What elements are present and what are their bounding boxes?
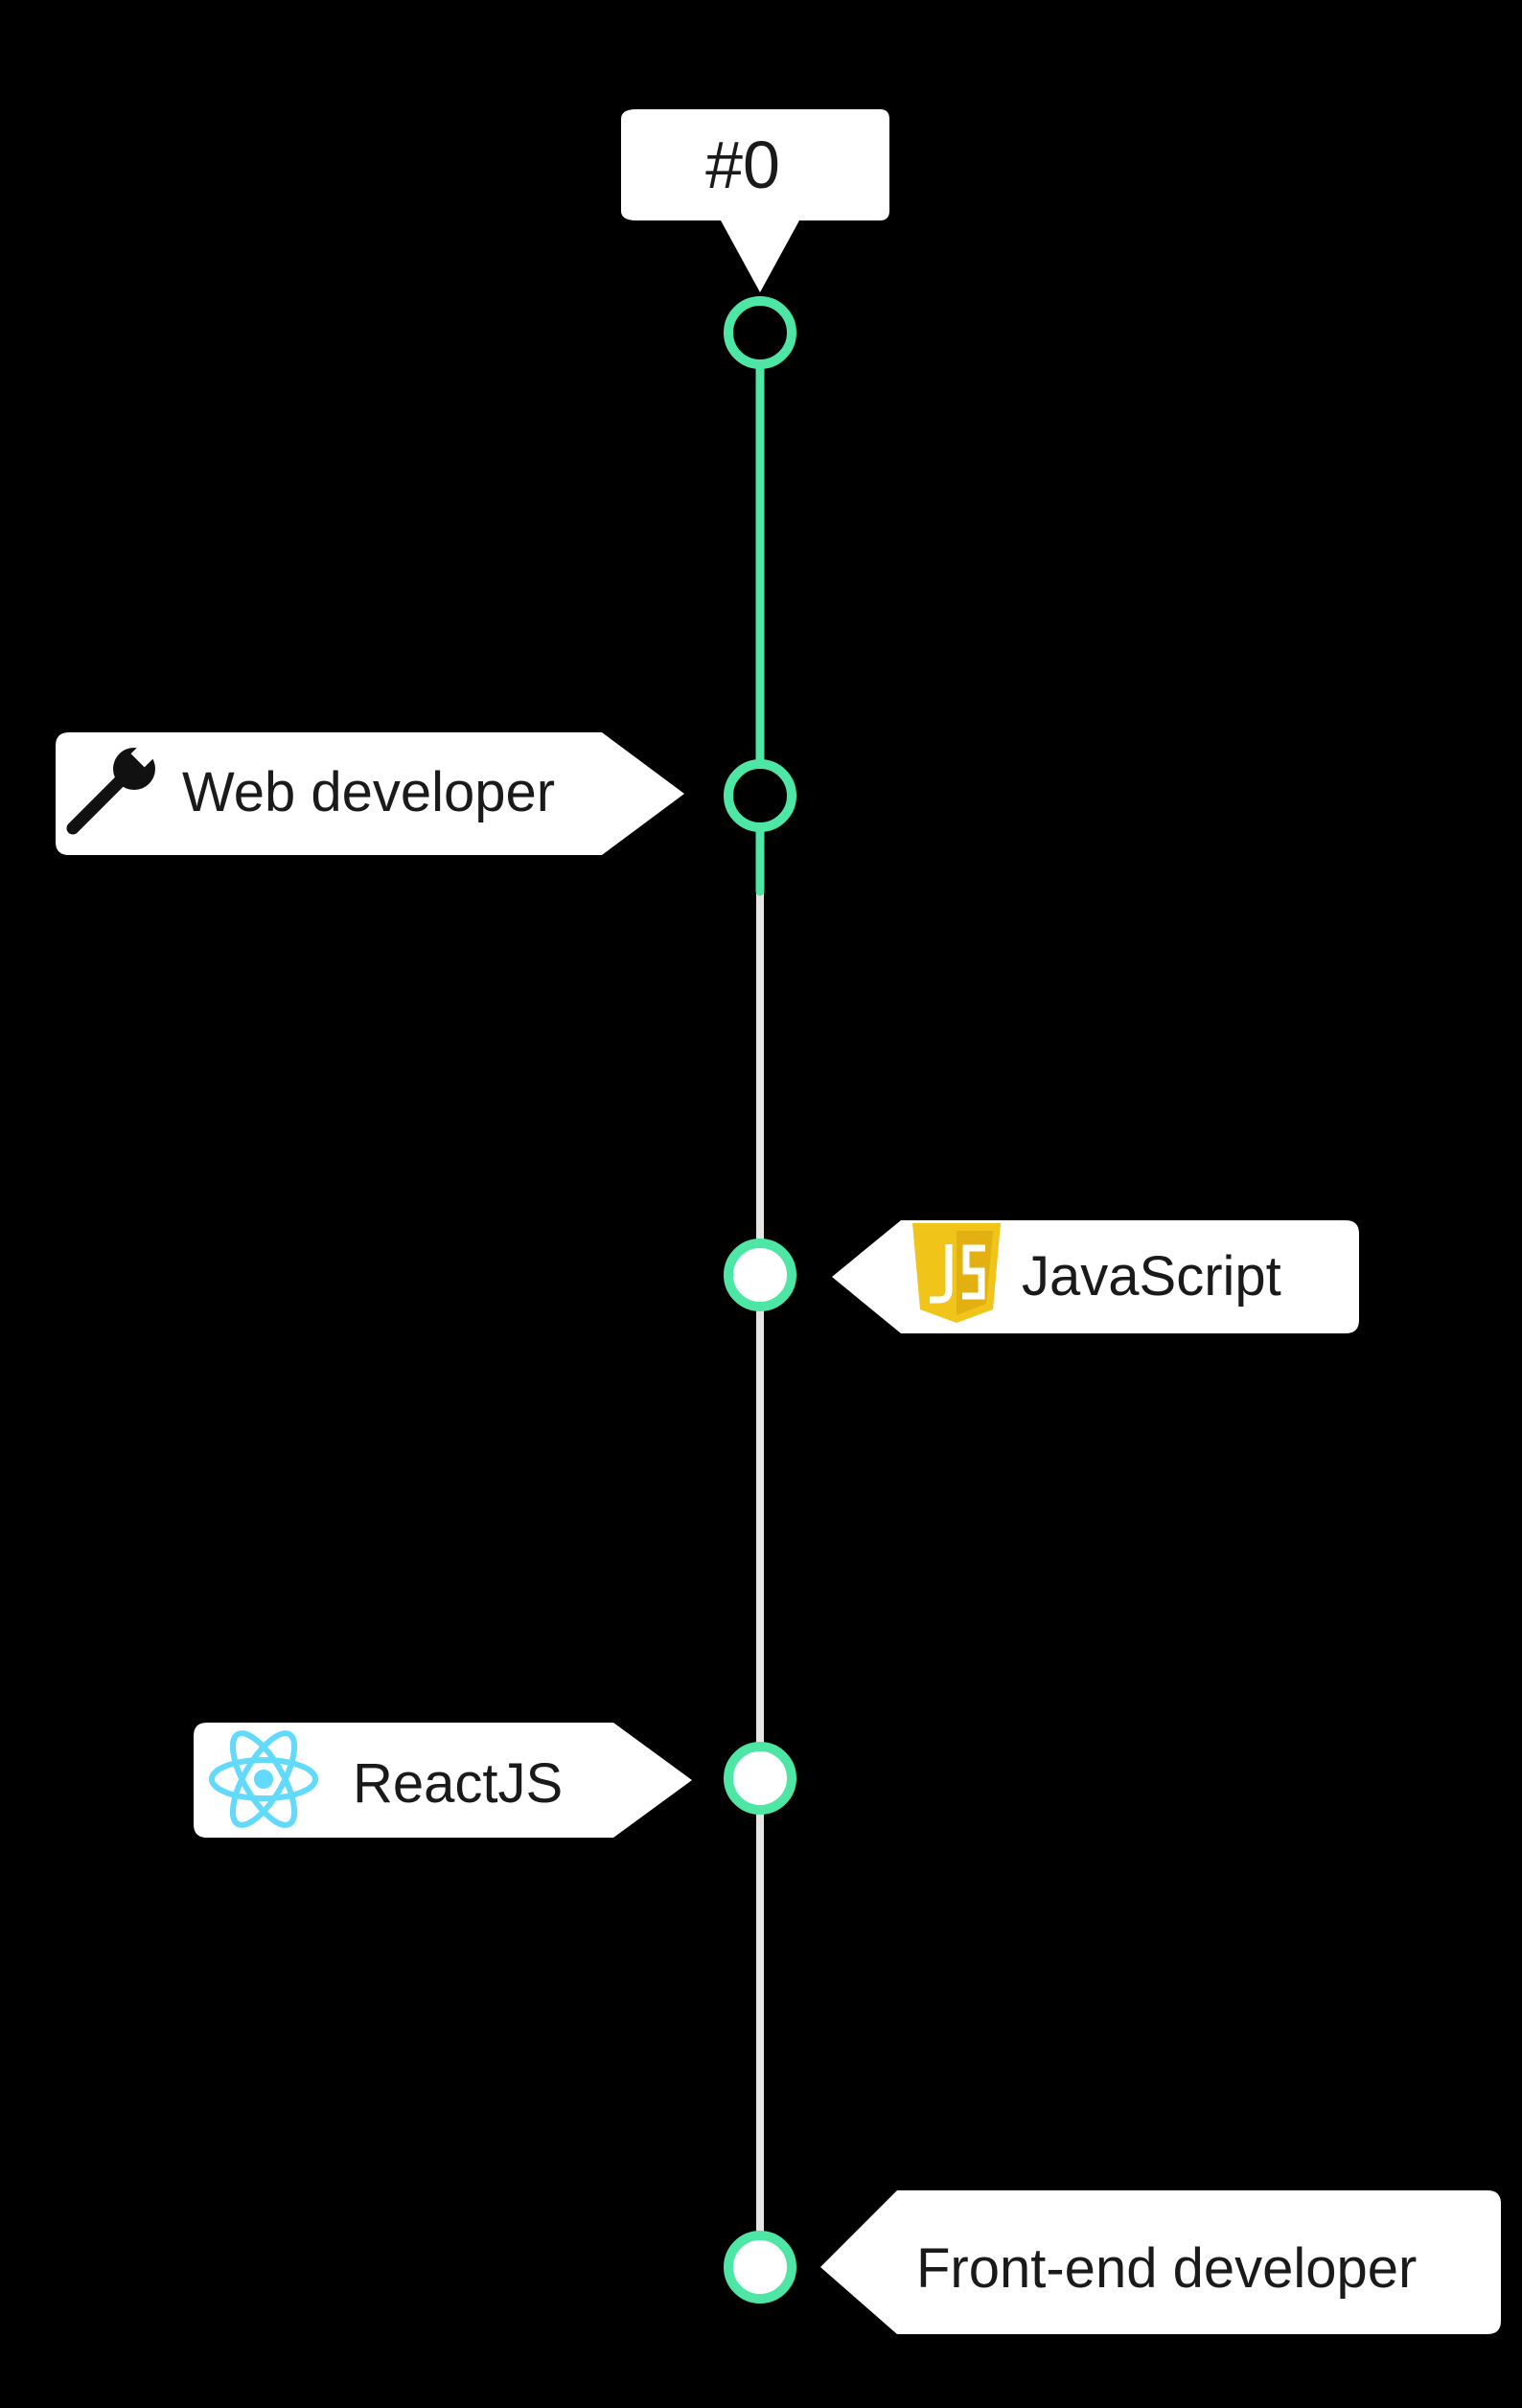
javascript-label: JavaScript bbox=[1022, 1245, 1281, 1308]
front-end-developer-callout bbox=[820, 2190, 1501, 2334]
javascript-logo-icon bbox=[912, 1223, 1001, 1323]
reactjs-callout bbox=[194, 1723, 692, 1838]
javascript-node[interactable] bbox=[724, 1239, 796, 1311]
front-end-developer-node[interactable] bbox=[724, 2231, 796, 2304]
start-marker-label: #0 bbox=[705, 127, 780, 202]
wrench-icon bbox=[66, 741, 157, 835]
node-reactjs[interactable]: ReactJS bbox=[194, 1723, 796, 1838]
reactjs-label: ReactJS bbox=[353, 1752, 563, 1815]
react-logo-icon bbox=[209, 1730, 318, 1828]
start-marker-callout: #0 bbox=[621, 109, 889, 292]
node-javascript[interactable]: JavaScript bbox=[724, 1220, 1359, 1333]
web-developer-callout bbox=[56, 732, 684, 855]
front-end-developer-label: Front-end developer bbox=[916, 2237, 1417, 2300]
web-developer-node[interactable] bbox=[724, 759, 796, 832]
node-front-end-developer[interactable]: Front-end developer bbox=[724, 2190, 1501, 2334]
reactjs-node[interactable] bbox=[724, 1742, 796, 1815]
node-web-developer[interactable]: Web developer bbox=[56, 732, 796, 855]
start-node[interactable] bbox=[724, 296, 796, 369]
web-developer-label: Web developer bbox=[182, 761, 555, 823]
